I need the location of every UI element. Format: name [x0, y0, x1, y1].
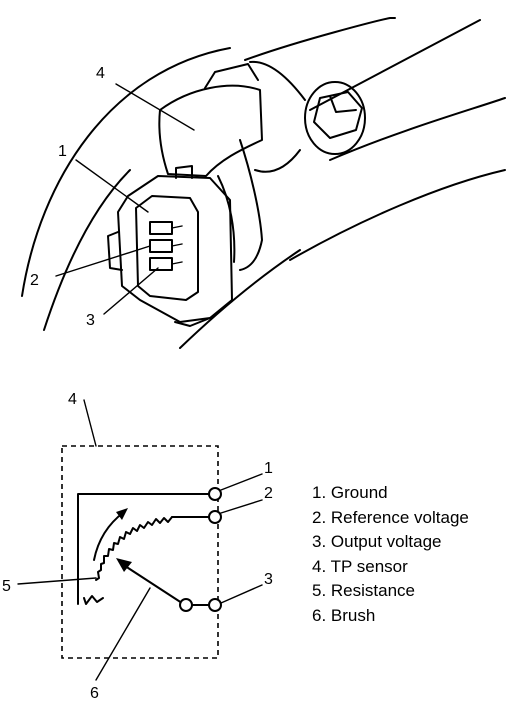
- terminal-3: [208, 598, 222, 612]
- brush-arm: [121, 563, 186, 606]
- legend-item-brush: 6. Brush: [312, 605, 376, 625]
- upper-callout-1: 1: [58, 143, 67, 160]
- legend-item-reference-voltage: 2. Reference voltage: [312, 507, 469, 527]
- lower-callout-3: 3: [264, 571, 273, 588]
- legend: 1. Ground 2. Reference voltage 3. Output…: [312, 481, 469, 628]
- brush-arrowhead: [116, 558, 132, 572]
- lower-callout-5: 5: [2, 578, 11, 595]
- terminal-2: [208, 510, 222, 524]
- lower-callout-4: 4: [68, 391, 77, 408]
- legend-item-tp-sensor: 4. TP sensor: [312, 556, 408, 576]
- upper-leader-lines: [55, 83, 195, 315]
- tp-sensor-schematic: [61, 445, 222, 659]
- legend-item-ground: 1. Ground: [312, 483, 388, 502]
- throttle-body-illustration: [21, 17, 506, 349]
- rotation-arrowhead: [116, 508, 128, 520]
- ground-wire: [77, 493, 213, 605]
- terminal-1: [208, 487, 222, 501]
- lower-leader-lines: [17, 399, 263, 681]
- upper-callout-2: 2: [30, 272, 39, 289]
- lower-callout-6: 6: [90, 685, 99, 702]
- brush-terminal: [179, 598, 193, 612]
- lower-callout-2: 2: [264, 485, 273, 502]
- tp-sensor-outline: [61, 445, 219, 659]
- upper-callout-3: 3: [86, 312, 95, 329]
- resistance-arc: [95, 516, 173, 581]
- lower-callout-1: 1: [264, 460, 273, 477]
- legend-item-output-voltage: 3. Output voltage: [312, 532, 442, 551]
- upper-callout-4: 4: [96, 65, 105, 82]
- legend-item-resistance: 5. Resistance: [312, 581, 415, 600]
